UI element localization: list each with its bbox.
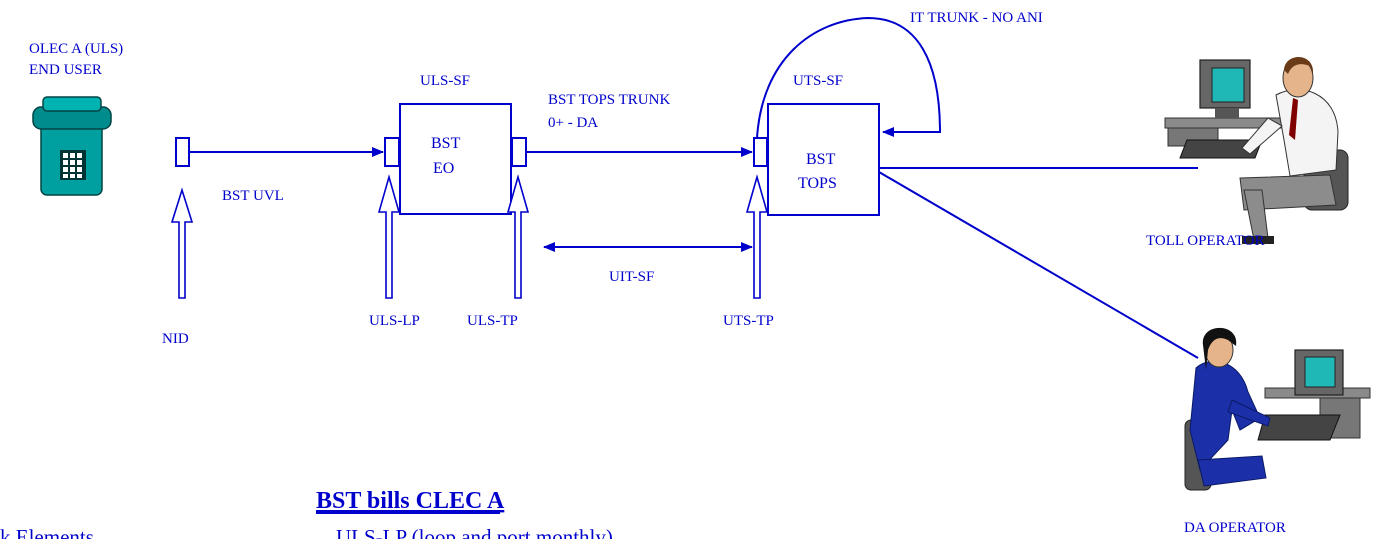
uvl-label: BST UVL	[222, 188, 284, 204]
eo-line-side-connector	[385, 138, 399, 166]
eo-label-line1: BST	[431, 135, 461, 152]
eo-tag: ULS-SF	[420, 73, 470, 89]
nid-label: NID	[162, 331, 189, 347]
eo-label-line2: EO	[433, 160, 454, 177]
uls-lp-label: ULS-LP	[369, 313, 420, 329]
uit-label: UIT-SF	[609, 269, 654, 285]
tops-label-line1: BST	[806, 151, 836, 168]
billing-left-partial: k Elements	[0, 525, 94, 539]
end-user-label-line2: END USER	[29, 62, 102, 78]
telephone-icon	[33, 97, 111, 195]
male-operator-at-computer-icon	[1165, 57, 1348, 244]
da-operator-link	[879, 172, 1198, 358]
uts-tp-label: UTS-TP	[723, 313, 774, 329]
da-operator-label: DA OPERATOR	[1184, 520, 1286, 536]
toll-operator-label: TOLL OPERATOR	[1146, 233, 1264, 249]
eo-box	[400, 104, 511, 214]
tops-trunk-label-line1: BST TOPS TRUNK	[548, 92, 670, 108]
uls-lp-pointer-arrow	[379, 177, 399, 298]
nid-pointer-arrow	[172, 190, 192, 298]
tops-trunk-label-line2: 0+ - DA	[548, 115, 598, 131]
uts-tp-pointer-arrow	[747, 177, 767, 298]
it-trunk-label: IT TRUNK - NO ANI	[910, 10, 1043, 26]
billing-title: BST bills CLEC A	[316, 488, 505, 514]
tops-label-line2: TOPS	[798, 175, 837, 192]
uls-tp-label: ULS-TP	[467, 313, 518, 329]
end-user-label-line1: OLEC A (ULS)	[29, 41, 123, 57]
eo-trunk-side-connector	[512, 138, 526, 166]
tops-tag: UTS-SF	[793, 73, 843, 89]
female-operator-at-computer-icon	[1185, 328, 1370, 490]
billing-line1: ULS-LP (loop and port monthly)	[336, 525, 613, 539]
tops-trunk-connector	[754, 138, 767, 166]
nid-connector	[176, 138, 189, 166]
